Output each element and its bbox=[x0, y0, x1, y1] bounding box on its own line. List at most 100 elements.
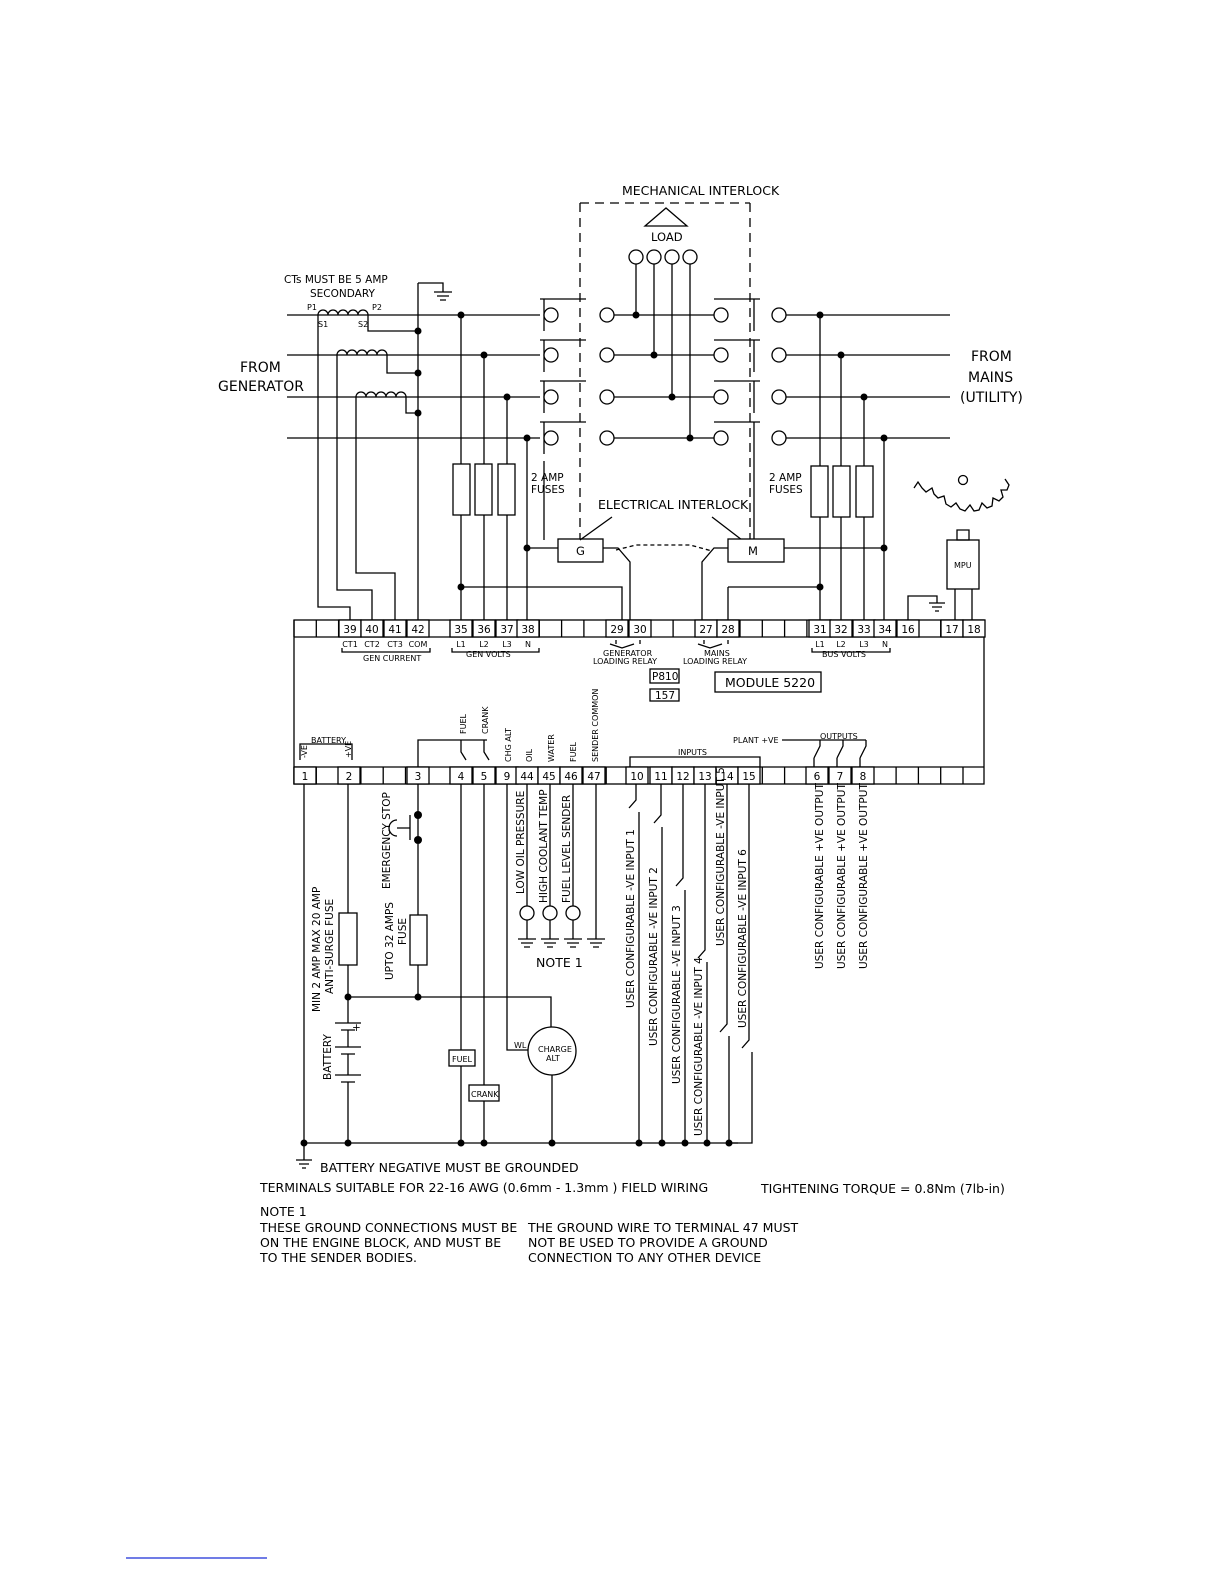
input3-label: USER CONFIGURABLE -VE INPUT 3 bbox=[671, 905, 683, 1084]
top-terminal-sub: L1 bbox=[456, 640, 466, 649]
output2-label: USER CONFIGURABLE +VE OUTPUT bbox=[836, 783, 848, 969]
bottom-terminal-number: 1 bbox=[302, 771, 309, 783]
top-terminal-cell bbox=[896, 619, 920, 638]
terminals-note: TERMINALS SUITABLE FOR 22-16 AWG (0.6mm … bbox=[259, 1180, 708, 1195]
top-terminal-number: 30 bbox=[633, 624, 646, 636]
gen-fuses-label-1: 2 AMP bbox=[531, 472, 564, 484]
cts-note-line1: CTs MUST BE 5 AMP bbox=[284, 274, 388, 286]
note1-left-line1: THESE GROUND CONNECTIONS MUST BE bbox=[259, 1220, 517, 1235]
top-terminal-number: 27 bbox=[699, 624, 712, 636]
gen-contactor-label: G bbox=[576, 544, 585, 558]
battery-plus-label: + bbox=[352, 1022, 361, 1034]
input1-label: USER CONFIGURABLE -VE INPUT 1 bbox=[625, 829, 637, 1008]
bottom-terminal-cell bbox=[337, 766, 361, 785]
note1-left-line2: ON THE ENGINE BLOCK, AND MUST BE bbox=[260, 1235, 501, 1250]
input4-label: USER CONFIGURABLE -VE INPUT 4 bbox=[693, 957, 705, 1136]
gen-contactor: G bbox=[457, 298, 714, 620]
top-terminal-number: 41 bbox=[388, 624, 401, 636]
bottom-terminal-cell bbox=[805, 766, 829, 785]
p810-label: P810 bbox=[652, 671, 678, 683]
inputs-label: INPUTS bbox=[678, 748, 707, 757]
bottom-terminal-number: 46 bbox=[564, 771, 578, 783]
ct-ground-icon bbox=[418, 282, 452, 301]
top-terminal-sub: L2 bbox=[836, 640, 846, 649]
bottom-terminal-number: 45 bbox=[542, 771, 555, 783]
emergency-stop-label: EMERGENCY STOP bbox=[381, 792, 393, 889]
mains-fuses-label-2: FUSES bbox=[769, 484, 803, 496]
top-terminal-number: 34 bbox=[878, 624, 892, 636]
crank-output-label: CRANK bbox=[481, 706, 490, 734]
load: LOAD bbox=[628, 207, 698, 442]
chg-alt-label: CHG ALT bbox=[504, 728, 513, 762]
top-terminal-number: 28 bbox=[721, 624, 734, 636]
top-terminal-cell bbox=[406, 619, 430, 638]
bottom-wiring: + BATTERY MIN 2 AMP MAX 20 AMP ANTI-SURG… bbox=[296, 767, 870, 1169]
top-terminal-number: 32 bbox=[834, 624, 847, 636]
mains-fuse-l3 bbox=[855, 465, 874, 518]
bottom-terminal-number: 44 bbox=[520, 771, 534, 783]
mains-lines: FROM MAINS (UTILITY) 2 AMP FUSES bbox=[769, 311, 1023, 620]
note1-right-line3: CONNECTION TO ANY OTHER DEVICE bbox=[528, 1250, 761, 1265]
gen-fuse-l1 bbox=[452, 463, 471, 516]
input5-label: USER CONFIGURABLE -VE INPUT 5 bbox=[715, 767, 727, 946]
from-mains-label-2: MAINS bbox=[968, 370, 1013, 386]
top-terminal-sub: L2 bbox=[479, 640, 489, 649]
bottom-terminal-number: 8 bbox=[860, 771, 867, 783]
bottom-terminal-cell bbox=[828, 766, 852, 785]
battery-neg-label: -VE bbox=[300, 745, 309, 758]
bottom-terminal-number: 14 bbox=[720, 771, 734, 783]
bottom-terminal-number: 3 bbox=[415, 771, 422, 783]
input2-label: USER CONFIGURABLE -VE INPUT 2 bbox=[648, 867, 660, 1046]
top-terminal-cell bbox=[472, 619, 496, 638]
top-terminal-sub: COM bbox=[409, 640, 428, 649]
mains-fuse-l2 bbox=[832, 465, 851, 518]
battery-group-label: BATTERY bbox=[311, 736, 346, 745]
module-label: MODULE 5220 bbox=[725, 675, 815, 690]
top-terminal-cell bbox=[605, 619, 629, 638]
top-terminal-cell bbox=[873, 619, 897, 638]
note1-left-line3: TO THE SENDER BODIES. bbox=[259, 1250, 417, 1265]
top-terminal-sub: CT3 bbox=[387, 640, 403, 649]
top-terminal-number: 33 bbox=[857, 624, 870, 636]
bottom-terminal-cell bbox=[851, 766, 875, 785]
mains-fuse-l1 bbox=[810, 465, 829, 518]
battery-pos-label: +VE bbox=[344, 741, 353, 758]
bottom-terminal-number: 13 bbox=[698, 771, 711, 783]
output1-label: USER CONFIGURABLE +VE OUTPUT bbox=[814, 783, 826, 969]
from-generator-label-2: GENERATOR bbox=[218, 379, 304, 395]
plant-ve-label: PLANT +VE bbox=[733, 736, 779, 745]
top-terminal-cell bbox=[829, 619, 853, 638]
anti-surge-label-1: MIN 2 AMP MAX 20 AMP bbox=[311, 887, 323, 1012]
wl-label: WL bbox=[514, 1041, 527, 1050]
top-terminal-cell bbox=[628, 619, 652, 638]
gen-loading-relay-label-1: GENERATOR bbox=[603, 649, 653, 658]
top-terminal-sub: CT2 bbox=[364, 640, 380, 649]
top-terminal-number: 40 bbox=[365, 624, 378, 636]
from-generator-label-1: FROM bbox=[240, 360, 281, 376]
bus-volts-label: BUS VOLTS bbox=[822, 650, 866, 659]
gen-fuses-label-2: FUSES bbox=[531, 484, 565, 496]
battery-label: BATTERY bbox=[322, 1034, 334, 1080]
gen-current-label: GEN CURRENT bbox=[363, 654, 421, 663]
output3-label: USER CONFIGURABLE +VE OUTPUT bbox=[858, 783, 870, 969]
gen-loading-relay-label-2: LOADING RELAY bbox=[593, 657, 657, 666]
gen-fuse-l3 bbox=[497, 463, 516, 516]
top-terminal-number: 42 bbox=[411, 624, 424, 636]
electrical-interlock: ELECTRICAL INTERLOCK bbox=[579, 497, 749, 552]
top-terminal-number: 29 bbox=[610, 624, 623, 636]
note1-tag: NOTE 1 bbox=[536, 955, 583, 970]
anti-surge-label-2: ANTI-SURGE FUSE bbox=[324, 899, 336, 994]
magnetic-pickup: MPU bbox=[907, 474, 1010, 620]
top-terminal-sub: L1 bbox=[815, 640, 825, 649]
fuel-sender-label: FUEL bbox=[569, 741, 578, 762]
top-terminal-sub: N bbox=[882, 640, 888, 649]
top-terminal-number: 35 bbox=[454, 624, 467, 636]
bottom-terminal-cell bbox=[559, 766, 583, 785]
top-terminal-cell bbox=[360, 619, 384, 638]
generator-lines: FROM GENERATOR bbox=[218, 314, 540, 439]
top-terminal-number: 18 bbox=[967, 624, 980, 636]
top-terminal-sub: L3 bbox=[502, 640, 512, 649]
fuel-level-sender-label: FUEL LEVEL SENDER bbox=[561, 795, 573, 903]
